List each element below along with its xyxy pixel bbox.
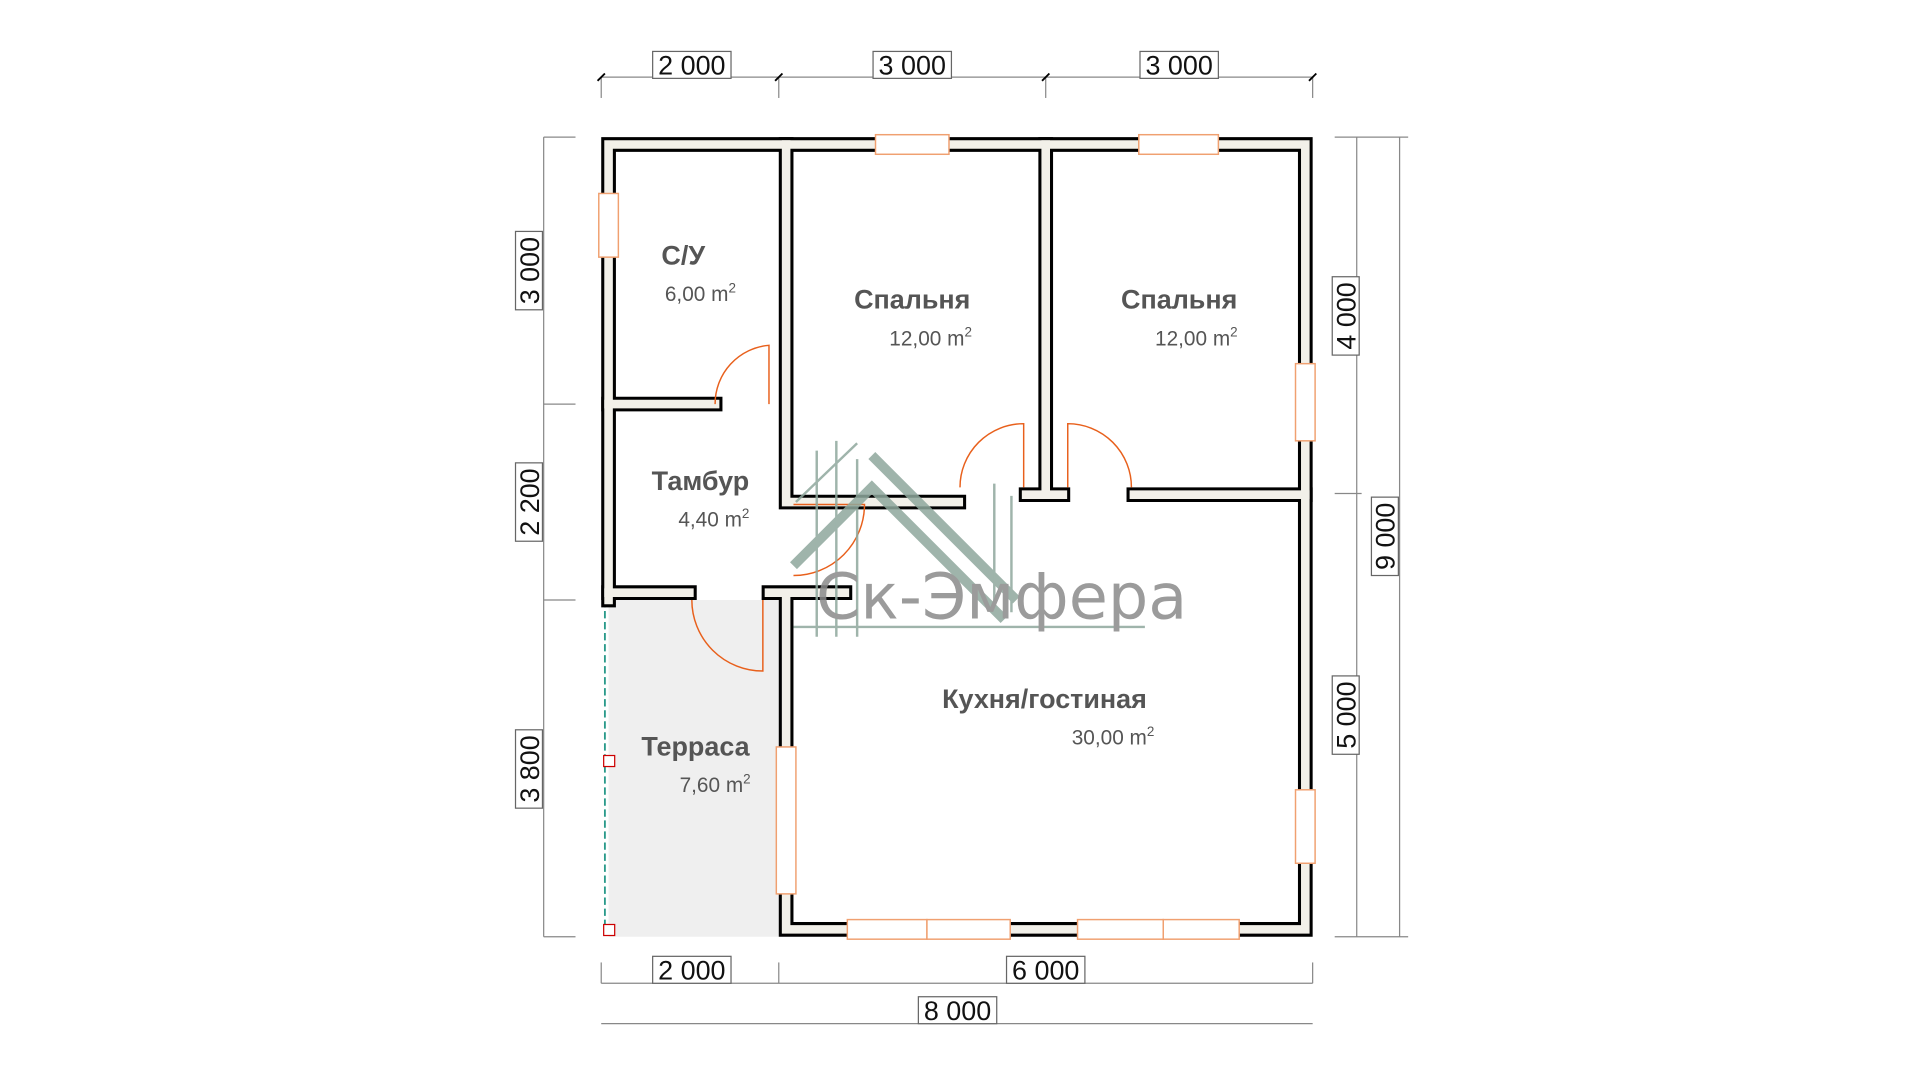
room-area: 4,40 m2 [678,506,749,532]
post-marker [603,754,616,768]
room-name: Спальня [1121,285,1237,315]
room-terrace: Терраса 7,60 m2 [641,732,750,798]
terrace-area [608,600,779,937]
dimension-label: 3 000 [1145,51,1212,81]
dimension-label: 2 200 [515,468,545,535]
room-name: Терраса [641,732,750,762]
room-area: 12,00 m2 [1155,325,1238,351]
room-su: С/У 6,00 m2 [661,240,736,306]
dimension-label: 2 000 [658,956,725,986]
dimension-label: 2 000 [658,51,725,81]
dimension-label: 5 000 [1332,681,1362,748]
dimension-label: 4 000 [1332,282,1362,349]
room-kitchen-living: Кухня/гостиная 30,00 m2 [942,684,1154,750]
dimension-right: 4 000 5 000 9 000 [1332,136,1409,938]
room-name: С/У [661,240,705,270]
dimension-top: 2 000 3 000 3 000 [596,51,1317,98]
company-logo-watermark: Ск-Эмфера [790,440,1187,637]
dimension-label: 6 000 [1012,956,1079,986]
room-area: 30,00 m2 [1072,724,1155,750]
room-name: Тамбур [652,466,750,496]
room-area: 12,00 m2 [889,325,972,351]
watermark-text: Ск-Эмфера [816,560,1187,634]
dimension-label-total-height: 9 000 [1371,503,1401,570]
dimension-label-total-width: 8 000 [924,996,991,1026]
room-name: Спальня [854,285,970,315]
room-area: 7,60 m2 [680,772,751,798]
dimension-left: 3 000 2 200 3 800 [515,136,576,938]
dimension-label: 3 800 [515,735,545,802]
doors [691,344,1133,672]
dimension-label: 3 000 [879,51,946,81]
dimension-label: 3 000 [515,237,545,304]
room-area: 6,00 m2 [665,281,736,307]
dimension-bottom: 2 000 6 000 8 000 [600,956,1314,1026]
windows [598,133,1316,940]
post-marker [603,923,616,937]
room-name: Кухня/гостиная [942,684,1147,714]
room-vestibule: Тамбур 4,40 m2 [652,466,750,532]
room-bedroom-2: Спальня 12,00 m2 [1121,285,1238,351]
room-bedroom-1: Спальня 12,00 m2 [854,285,972,351]
